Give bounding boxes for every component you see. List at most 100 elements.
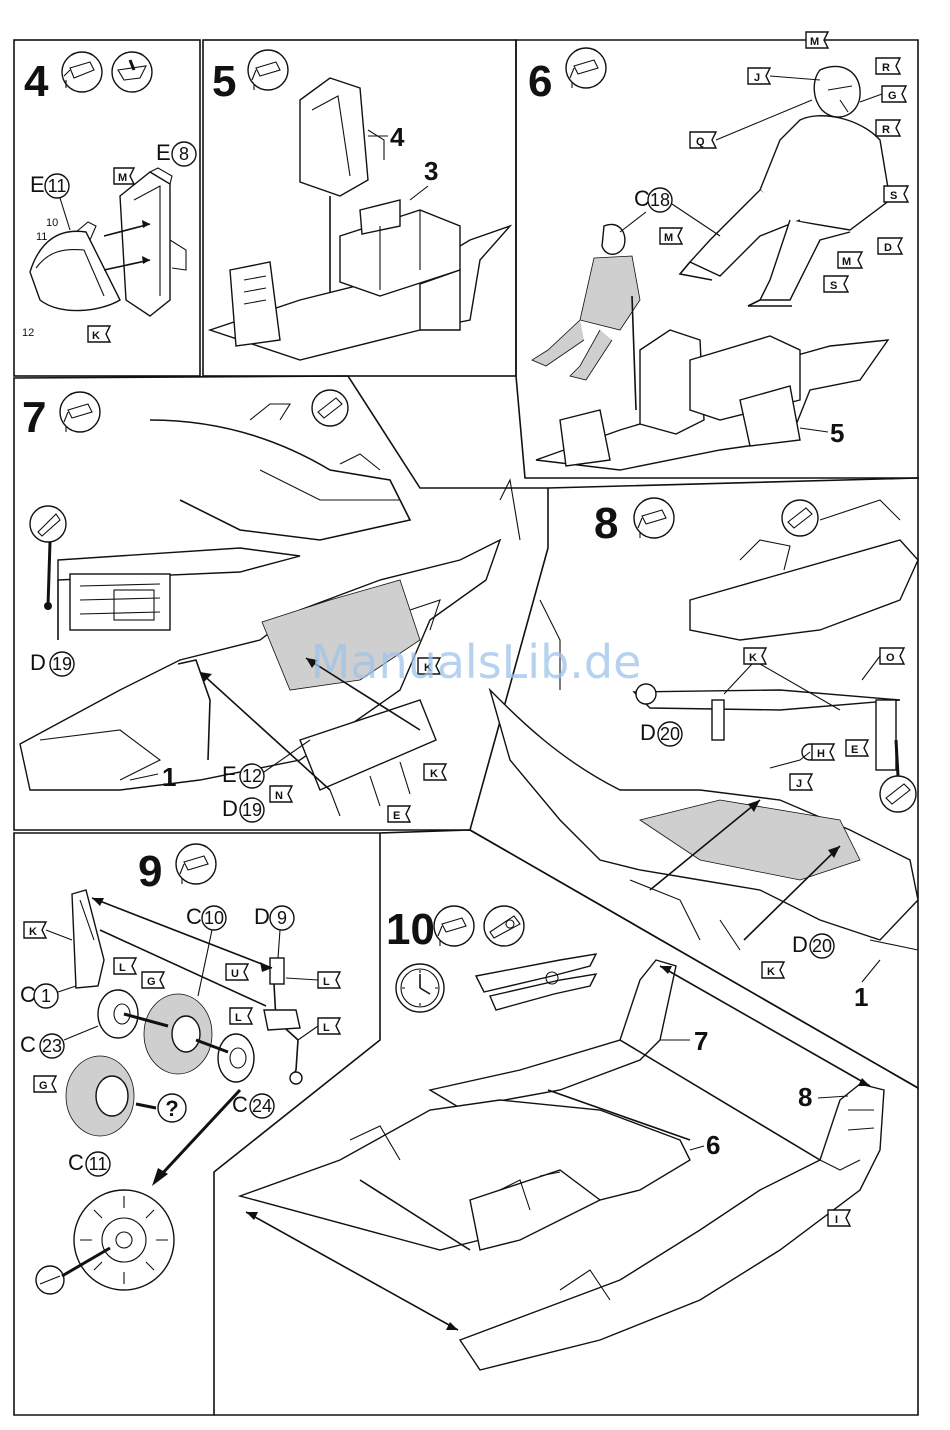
svg-text:1: 1 — [41, 986, 51, 1006]
svg-text:C: C — [186, 904, 202, 929]
svg-text:U: U — [231, 968, 239, 980]
svg-text:S: S — [890, 190, 897, 202]
flag-r1: R — [876, 58, 900, 74]
part-11: 11 — [36, 231, 47, 243]
fuselage-top-drawing — [690, 500, 918, 640]
svg-text:D: D — [254, 904, 270, 929]
seat-drawing — [300, 78, 384, 196]
callout-4: 4 — [390, 122, 405, 152]
flag-l3: L — [230, 1008, 252, 1024]
svg-text:19: 19 — [52, 654, 72, 674]
svg-text:L: L — [323, 976, 330, 988]
svg-text:G: G — [39, 1080, 48, 1092]
svg-text:J: J — [754, 72, 760, 84]
gear-strut-drawing — [264, 958, 302, 1084]
svg-text:C: C — [20, 1032, 36, 1057]
flag-k2: K — [424, 764, 446, 780]
svg-text:K: K — [767, 966, 775, 978]
step-number: 6 — [528, 57, 552, 106]
part-label-c23: C 23 — [20, 1026, 98, 1058]
svg-text:19: 19 — [242, 800, 262, 820]
svg-text:D: D — [640, 720, 656, 745]
flag-l4: L — [298, 1018, 340, 1040]
callout-6: 6 — [706, 1130, 720, 1160]
svg-text:C: C — [232, 1092, 248, 1117]
svg-text:23: 23 — [42, 1036, 62, 1056]
part-label-d19a: D 19 — [30, 650, 74, 676]
flag-s1: S — [884, 186, 908, 202]
step-9: 9 — [20, 844, 340, 1294]
flag-o: O — [862, 648, 904, 680]
flag-g: G — [860, 86, 906, 102]
svg-text:K: K — [29, 926, 37, 938]
flag-r2: R — [876, 120, 900, 136]
callout-1: 1 — [162, 762, 176, 792]
svg-text:11: 11 — [89, 1154, 108, 1174]
svg-text:E: E — [30, 172, 45, 197]
svg-text:L: L — [119, 962, 126, 974]
wheel-hub-c24 — [218, 1034, 254, 1082]
svg-text:24: 24 — [252, 1096, 272, 1116]
svg-text:D: D — [222, 796, 238, 821]
wheel-hub-c23 — [98, 990, 138, 1038]
step-8: 8 — [490, 498, 918, 1012]
wheel-detail-drawing — [36, 1190, 174, 1294]
flag-e: E — [846, 740, 868, 756]
svg-text:20: 20 — [660, 724, 680, 744]
glue-tube-icon — [634, 498, 674, 538]
svg-text:I: I — [835, 1214, 838, 1226]
svg-text:M: M — [842, 256, 851, 268]
svg-text:D: D — [792, 932, 808, 957]
pilot-figure-large — [680, 66, 890, 306]
flag-i: I — [828, 1210, 850, 1226]
pilot-figure-small — [532, 224, 640, 380]
svg-text:8: 8 — [179, 144, 189, 164]
step-number: 4 — [24, 57, 49, 106]
clothespin-icon — [476, 954, 596, 1010]
svg-text:J: J — [796, 778, 802, 790]
step-4: 4 E 11 — [22, 52, 196, 342]
clamp-icon — [484, 906, 524, 946]
flag-m-top: M — [806, 32, 828, 48]
svg-text:10: 10 — [204, 908, 224, 928]
svg-text:K: K — [430, 768, 438, 780]
step-number: 9 — [138, 847, 162, 896]
step-number: 8 — [594, 499, 618, 548]
svg-text:K: K — [92, 330, 100, 342]
svg-text:11: 11 — [48, 176, 67, 196]
svg-text:9: 9 — [277, 908, 287, 928]
flag-j: J — [790, 774, 812, 790]
question-mark: ? — [165, 1096, 178, 1121]
fuselage-half-drawing — [240, 960, 690, 1250]
part-10: 10 — [46, 217, 58, 229]
callout-1: 1 — [854, 982, 868, 1012]
assembly-line — [632, 296, 636, 410]
svg-text:R: R — [882, 62, 890, 74]
wheel-tire-c10 — [144, 994, 212, 1074]
svg-text:R: R — [882, 124, 890, 136]
flag-g2: G — [34, 1076, 56, 1092]
part-label-d20a: D 20 — [640, 720, 682, 746]
step-6: 6 5 — [528, 32, 908, 470]
paint-icon — [112, 52, 152, 92]
svg-text:M: M — [810, 36, 819, 48]
flag-m: M — [114, 168, 134, 184]
part-label-c24: C24 — [232, 1092, 274, 1118]
assembly-arrow — [660, 966, 870, 1086]
flag-d: D — [878, 238, 902, 254]
flag-m1: M — [660, 228, 682, 244]
part-label-d20b: D 20 — [792, 932, 834, 958]
svg-text:D: D — [30, 650, 46, 675]
cockpit-tub-drawing — [210, 200, 510, 360]
svg-text:N: N — [275, 790, 283, 802]
svg-text:E: E — [393, 810, 400, 822]
flag-u: U — [226, 964, 248, 980]
step-number: 7 — [22, 393, 46, 442]
flag-l2: L — [286, 972, 340, 988]
svg-text:E: E — [156, 140, 171, 165]
part-12: 12 — [22, 327, 34, 339]
